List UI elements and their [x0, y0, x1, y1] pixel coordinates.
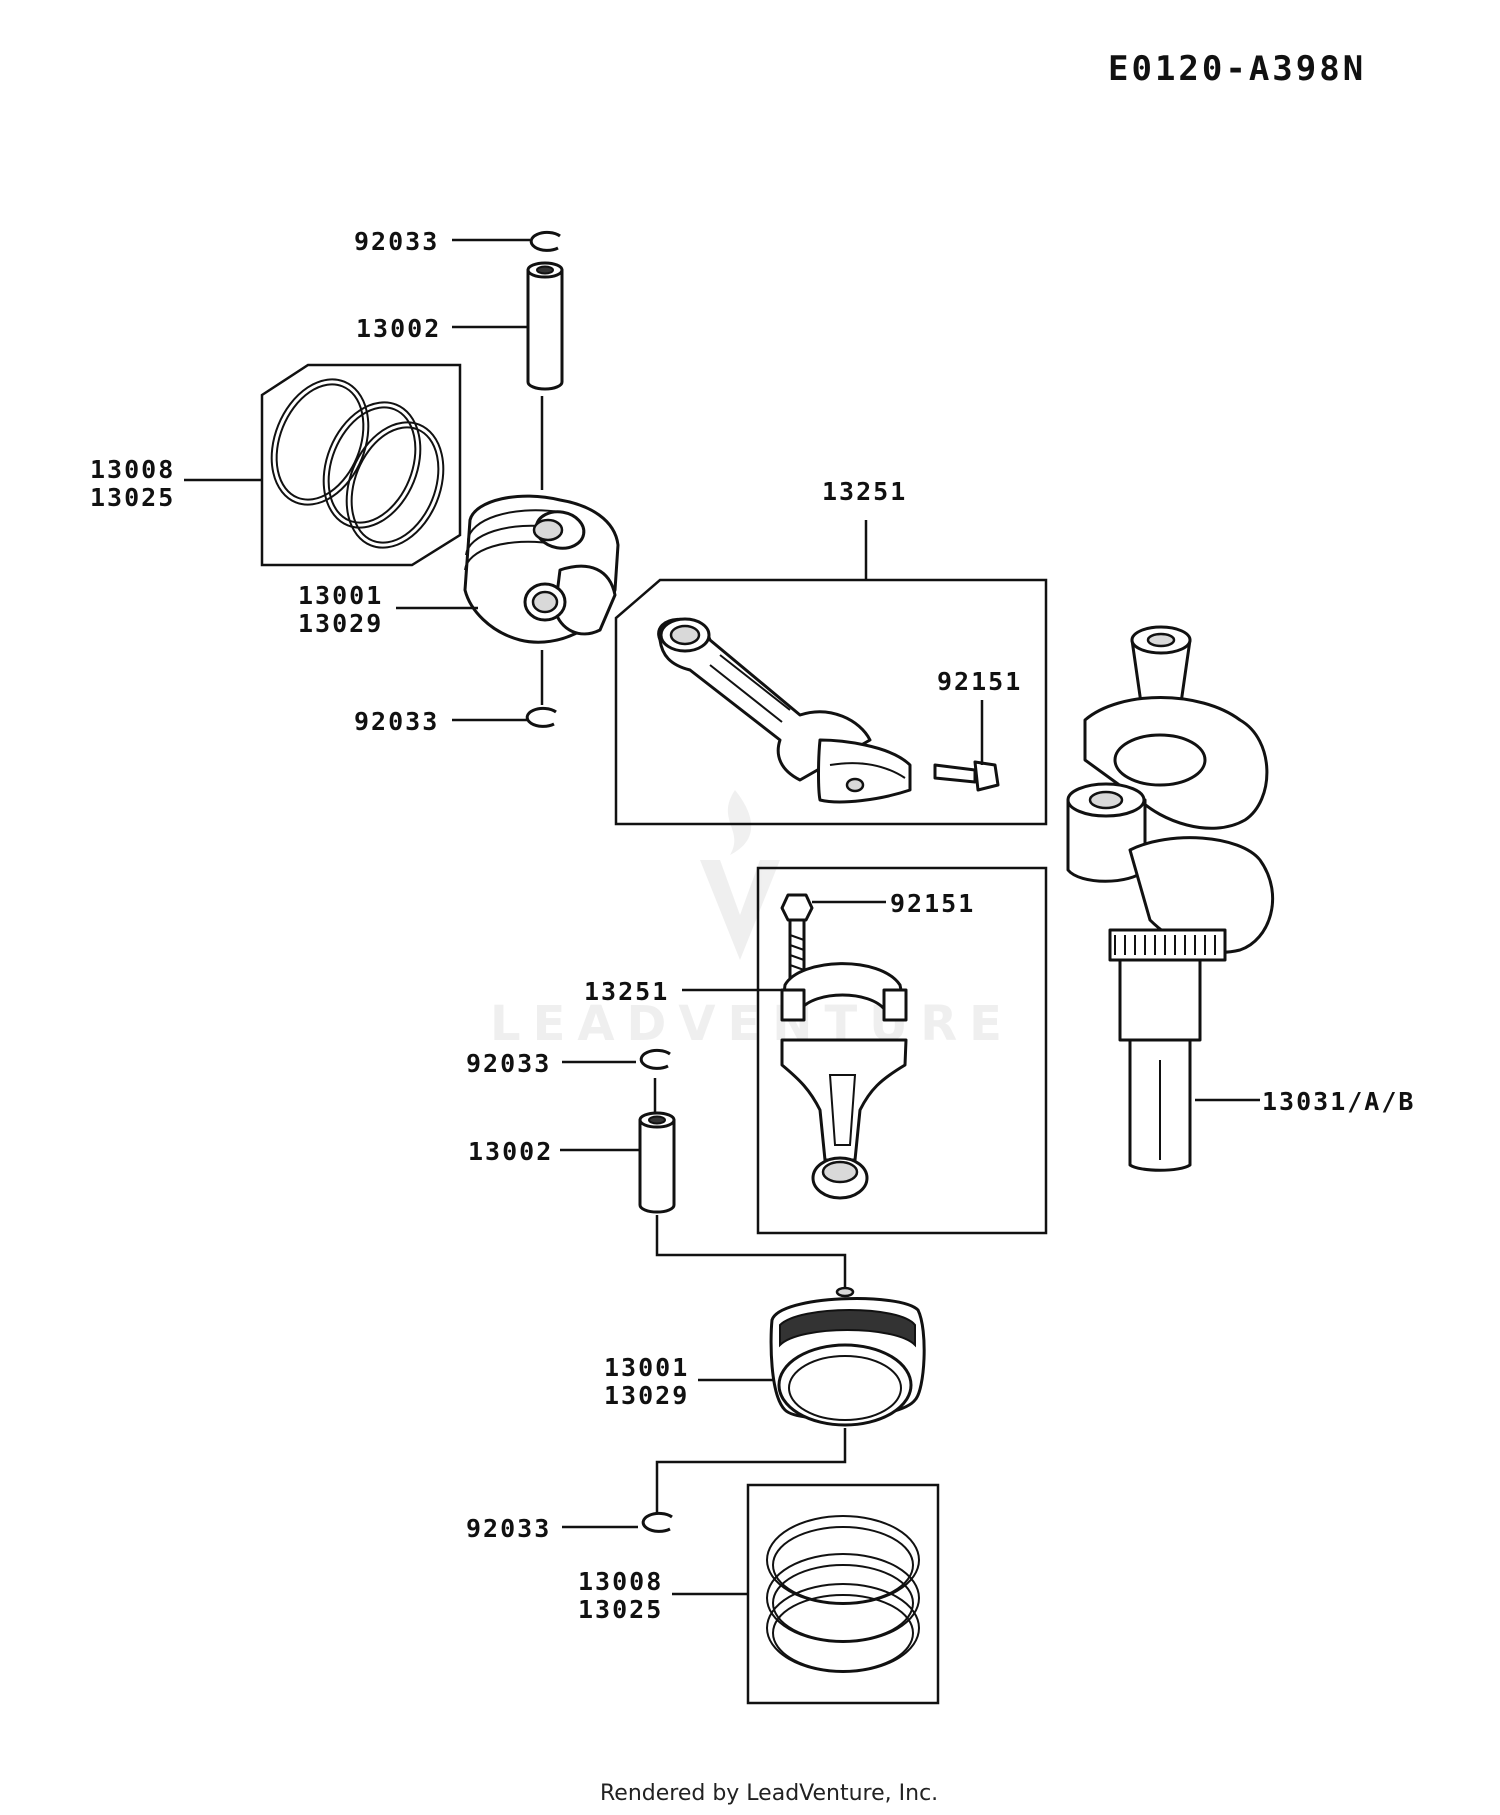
piston-rings-bottom[interactable]: 13008 13025 — [578, 1483, 940, 1705]
callout-rings-bottom-2: 13025 — [578, 1595, 663, 1624]
circlip-bottom-1[interactable]: 92033 — [466, 1048, 671, 1078]
callout-bolt-top: 92151 — [937, 667, 1022, 696]
footer-credit: Rendered by LeadVenture, Inc. — [600, 1781, 938, 1806]
piston-bottom[interactable]: 13001 13029 — [604, 1286, 926, 1427]
callout-crankshaft: 13031/A/B — [1262, 1087, 1415, 1116]
connecting-rod-bottom[interactable]: 92151 13251 — [584, 866, 1048, 1235]
callout-piston-bottom-2: 13029 — [604, 1381, 689, 1410]
callout-circlip-bottom-1: 92033 — [466, 1049, 551, 1078]
watermark-text: LEADVENTURE — [490, 996, 1014, 1052]
piston-top[interactable]: 13001 13029 — [298, 494, 620, 644]
callout-pin-top: 13002 — [356, 314, 441, 343]
callout-circlip-bottom-2: 92033 — [466, 1514, 551, 1543]
callout-rod-bottom: 13251 — [584, 977, 669, 1006]
crankshaft[interactable]: 13031/A/B — [1066, 625, 1415, 1172]
callout-piston-bottom-1: 13001 — [604, 1353, 689, 1382]
piston-rings-top[interactable]: 13008 13025 — [90, 363, 462, 567]
callout-circlip-top-2: 92033 — [354, 707, 439, 736]
callout-piston-top-2: 13029 — [298, 609, 383, 638]
callout-bolt-bottom: 92151 — [890, 889, 975, 918]
callout-piston-top-1: 13001 — [298, 581, 383, 610]
callout-rings-top-1: 13008 — [90, 455, 175, 484]
piston-pin-top[interactable]: 13002 — [356, 261, 564, 391]
circlip-top-1[interactable]: 92033 — [354, 227, 561, 256]
connecting-rod-top[interactable]: 13251 92151 — [614, 477, 1048, 826]
circlip-bottom-2[interactable]: 92033 — [466, 1511, 673, 1543]
circlip-top-2[interactable]: 92033 — [354, 706, 557, 736]
callout-rings-bottom-1: 13008 — [578, 1567, 663, 1596]
callout-pin-bottom: 13002 — [468, 1137, 553, 1166]
callout-rings-top-2: 13025 — [90, 483, 175, 512]
callout-circlip-top-1: 92033 — [354, 227, 439, 256]
leadventure-watermark: LEADVENTURE — [490, 790, 1014, 1052]
piston-pin-bottom[interactable]: 13002 — [468, 1111, 676, 1214]
diagram-code: E0120-A398N — [1108, 49, 1366, 89]
callout-rod-top: 13251 — [822, 477, 907, 506]
